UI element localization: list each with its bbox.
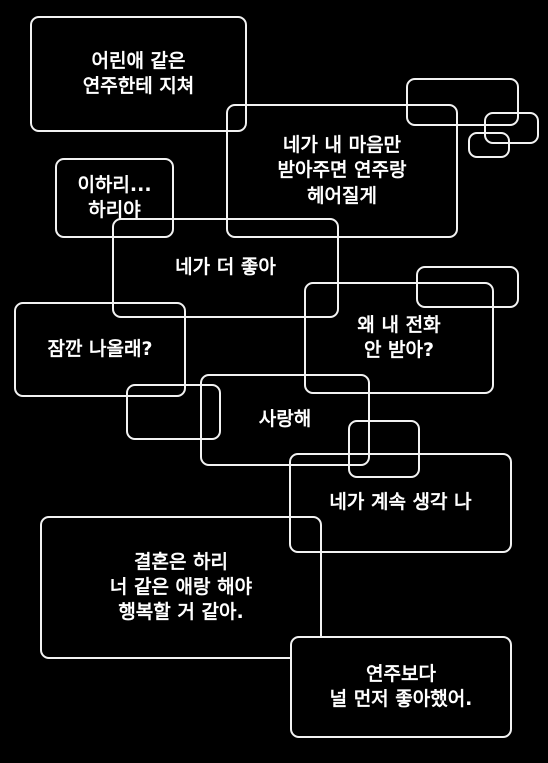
- speech-box-4: [112, 218, 339, 318]
- speech-text-7: 사랑해: [258, 408, 312, 431]
- speech-text-5: 잠깐 나올래?: [47, 337, 153, 360]
- speech-box-3: [55, 158, 174, 238]
- decor-box-d: [416, 266, 519, 308]
- decor-box-f: [348, 420, 420, 478]
- speech-text-8: 네가 계속 생각 나: [329, 491, 472, 514]
- speech-box-1: [30, 16, 247, 132]
- speech-box-2: [226, 104, 458, 238]
- speech-box-6: [304, 282, 494, 394]
- speech-box-9: [40, 516, 322, 659]
- speech-box-8: [289, 453, 512, 553]
- speech-text-9: 결혼은 하리 너 같은 애랑 해야 행복할 거 같아.: [109, 550, 253, 624]
- decor-box-a: [406, 78, 519, 126]
- speech-box-5: [14, 302, 186, 397]
- speech-text-6: 왜 내 전화 안 받아?: [357, 313, 441, 361]
- decor-box-e: [126, 384, 221, 440]
- speech-text-2: 네가 내 마음만 받아주면 연주랑 헤어질게: [277, 134, 407, 207]
- speech-text-10: 연주보다 널 먼저 좋아했어.: [329, 662, 473, 710]
- decor-box-b: [484, 112, 539, 144]
- speech-text-3: 이하리... 하리야: [77, 173, 152, 221]
- decor-box-c: [468, 132, 510, 158]
- speech-box-10: [290, 636, 512, 738]
- speech-text-1: 어린애 같은 연주한테 지쳐: [82, 49, 195, 97]
- speech-text-4: 네가 더 좋아: [175, 256, 276, 279]
